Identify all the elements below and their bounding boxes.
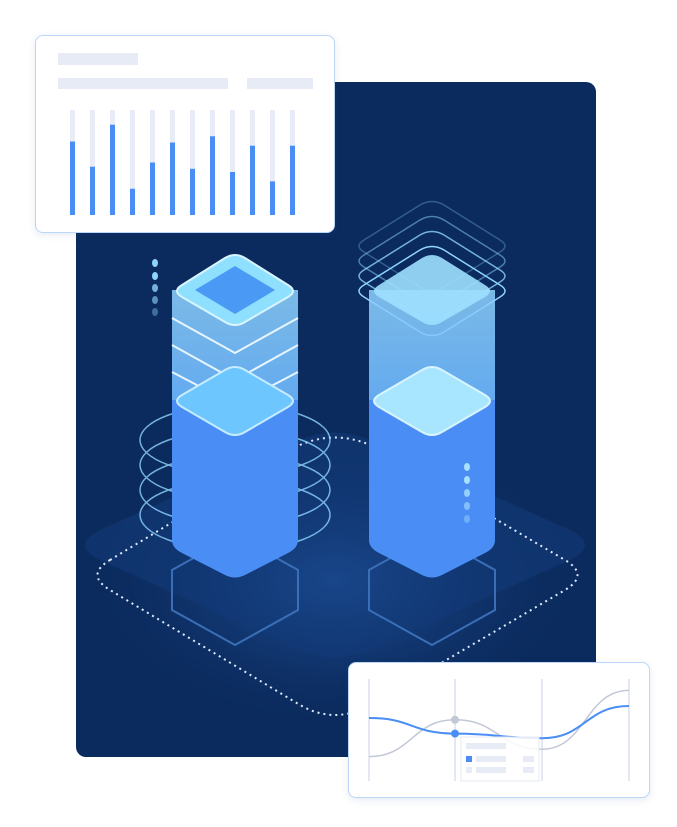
subtitle-placeholder (58, 78, 228, 89)
tooltip-label-placeholder (476, 756, 506, 762)
bar (130, 188, 135, 215)
value-placeholder (247, 78, 313, 89)
tooltip-value-placeholder (523, 756, 534, 762)
blue-series-line (368, 705, 630, 740)
bar-track (270, 110, 275, 215)
right-server-tower (358, 200, 506, 647)
bar (290, 145, 295, 215)
bar (270, 181, 275, 215)
tooltip-value-placeholder (523, 767, 534, 773)
bar (110, 124, 115, 215)
bar-track (230, 110, 235, 215)
bar (250, 145, 255, 215)
blue-legend-swatch (466, 756, 472, 762)
bar (230, 171, 235, 215)
blue-point (451, 729, 459, 738)
bar (190, 168, 195, 215)
bar-track (130, 110, 135, 215)
bar (170, 142, 175, 215)
tooltip-title-placeholder (466, 743, 506, 749)
tooltip (460, 736, 540, 782)
bar (90, 166, 95, 215)
grey-legend-swatch (466, 767, 472, 773)
bar-track (90, 110, 95, 215)
line-chart (368, 679, 630, 782)
bar-chart-card (35, 35, 335, 233)
left-server-tower (139, 254, 331, 647)
bar (210, 136, 215, 215)
bar-chart (70, 110, 295, 215)
title-placeholder (58, 53, 138, 65)
bar (150, 162, 155, 215)
grey-point (451, 715, 459, 724)
bar-track (190, 110, 195, 215)
line-chart-card (348, 662, 650, 798)
tooltip-label-placeholder (476, 767, 506, 773)
bar (70, 141, 75, 215)
